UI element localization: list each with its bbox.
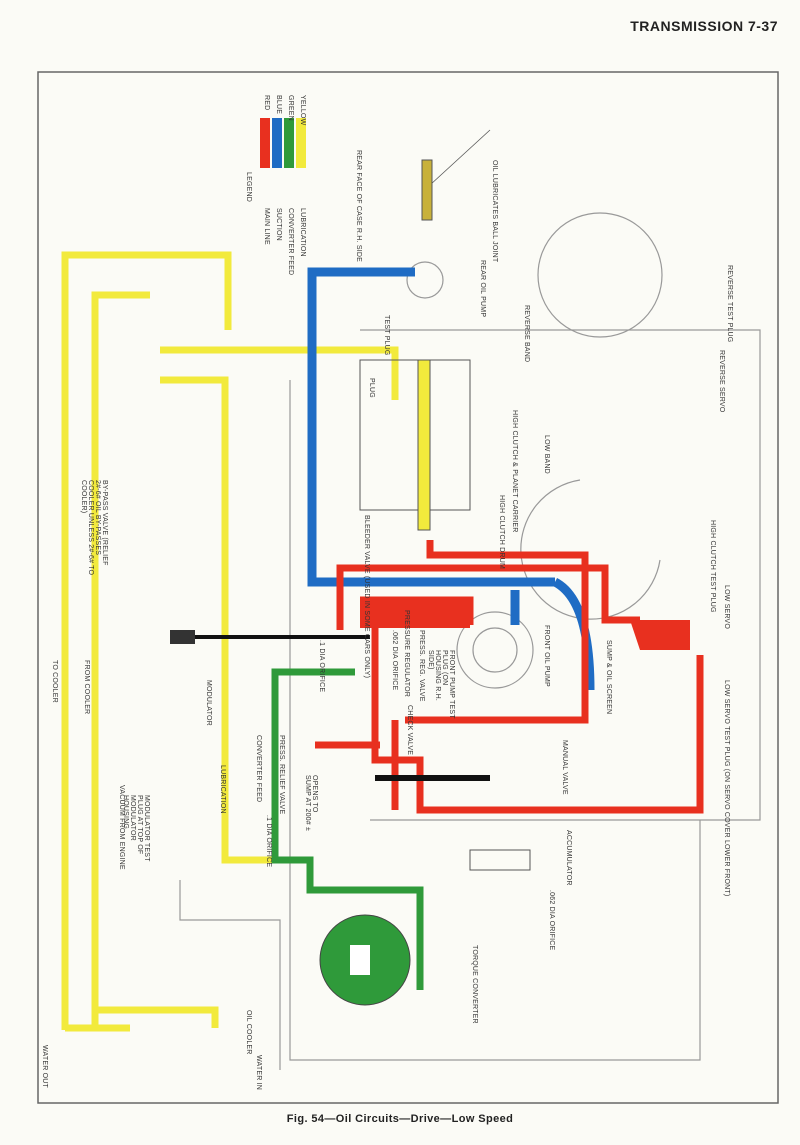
label-front-pump-test-plug: FRONT PUMP TEST PLUG (ON HOUSING R.H. SI…: [427, 650, 455, 719]
lubrication-lines: [61, 251, 399, 1032]
legend-color-yellow: YELLOW: [299, 95, 306, 126]
label-reverse-servo: REVERSE SERVO: [718, 350, 725, 413]
low-servo-piston: [630, 620, 690, 650]
label-low-band: LOW BAND: [543, 435, 550, 474]
label-reverse-test-plug: REVERSE TEST PLUG: [726, 265, 733, 343]
diagram-frame: [37, 71, 779, 1104]
label-pressure-regulator: PRESSURE REGULATOR: [403, 610, 410, 697]
label-manual-valve: MANUAL VALVE: [561, 740, 568, 795]
label-bypass-valve: BY-PASS VALVE (RELIEF 2#-6# OIL BY-PASSE…: [80, 480, 108, 576]
label-press-relief-valve: PRESS. RELIEF VALVE: [278, 735, 285, 815]
modulator-spring: [170, 630, 195, 644]
label-lubrication: LUBRICATION: [219, 765, 226, 814]
legend-title: LEGEND: [245, 172, 252, 202]
label-reverse-band: REVERSE BAND: [523, 305, 530, 363]
label-rear-face: REAR FACE OF CASE R.H. SIDE: [355, 150, 362, 262]
accumulator-body: [469, 849, 531, 871]
label-torque-converter: TORQUE CONVERTER: [471, 945, 478, 1024]
label-modulator: MODULATOR: [205, 680, 212, 726]
label-front-oil-pump: FRONT OIL PUMP: [543, 625, 550, 687]
label-to-cooler: TO COOLER: [51, 660, 58, 703]
label-low-servo-test-plug: LOW SERVO TEST PLUG (ON SERVO COVER LOWE…: [723, 680, 730, 897]
label-dia-orifice-2: .062 DIA ORIFICE: [391, 630, 398, 691]
pressure-regulator-body: [360, 598, 470, 628]
rear-pump-shaft: [421, 159, 433, 221]
legend-color-green: GREEN: [287, 95, 294, 121]
label-oil-cooler: OIL COOLER: [245, 1010, 252, 1055]
label-water-out: WATER OUT: [41, 1045, 48, 1089]
converter-hub: [350, 945, 370, 975]
legend-converter-feed: CONVERTER FEED: [287, 208, 294, 276]
converter-feed-lines: [271, 668, 424, 990]
legend-swatch-yellow: [296, 118, 306, 168]
label-orifice-4: .062 DIA ORIFICE: [548, 890, 555, 951]
main-shaft: [417, 359, 431, 531]
label-high-clutch-drum: HIGH CLUTCH DRUM: [498, 495, 505, 569]
label-modulator-test-plug: MODULATOR TEST PLUG AT TOP OF MODULATOR …: [122, 795, 150, 862]
label-low-servo: LOW SERVO: [723, 585, 730, 630]
label-rear-pump: REAR OIL PUMP: [479, 260, 486, 318]
ball-joint-pointer: [429, 129, 491, 186]
label-accumulator: ACCUMULATOR: [565, 830, 572, 886]
suction-lines: [307, 267, 595, 691]
legend-swatch-green: [284, 118, 294, 168]
label-sump-screen: SUMP & OIL SCREEN: [605, 640, 612, 715]
label-check-valve: CHECK VALVE: [406, 705, 413, 756]
legend-swatch-red: [260, 118, 270, 168]
page-header: TRANSMISSION 7-37: [630, 18, 778, 34]
label-plug: PLUG: [368, 378, 375, 398]
label-test-plug: TEST PLUG: [383, 315, 390, 356]
label-orifice-3: .1 DIA ORIFICE: [265, 815, 272, 868]
legend-main-line: MAIN LINE: [263, 208, 270, 245]
label-bleeder-valve: BLEEDER VALVE (USED IN SOME CARS ONLY): [363, 515, 370, 679]
planet-carrier: [359, 359, 471, 511]
legend-suction: SUCTION: [275, 208, 282, 241]
housing-outlines: [179, 212, 761, 1070]
legend: [260, 118, 306, 168]
label-converter-feed: CONVERTER FEED: [255, 735, 262, 803]
label-high-clutch-test-plug: HIGH CLUTCH TEST PLUG: [709, 520, 716, 613]
label-dia-orifice: .1 DIA ORIFICE: [318, 640, 325, 693]
legend-lubrication: LUBRICATION: [299, 208, 306, 257]
legend-swatch-blue: [272, 118, 282, 168]
label-water-in: WATER IN: [255, 1055, 262, 1091]
label-opens-to-sump: OPENS TO SUMP AT 200# ±: [304, 775, 318, 832]
label-from-cooler: FROM COOLER: [83, 660, 90, 715]
label-press-reg-valve: PRESS. REG. VALVE: [418, 630, 425, 702]
label-high-clutch-planet: HIGH CLUTCH & PLANET CARRIER: [511, 410, 518, 533]
legend-color-red: RED: [263, 95, 270, 111]
figure-caption: Fig. 54—Oil Circuits—Drive—Low Speed: [286, 1113, 514, 1125]
label-oil-lubricates: OIL LUBRICATES BALL JOINT: [491, 160, 498, 263]
legend-color-blue: BLUE: [275, 95, 282, 115]
